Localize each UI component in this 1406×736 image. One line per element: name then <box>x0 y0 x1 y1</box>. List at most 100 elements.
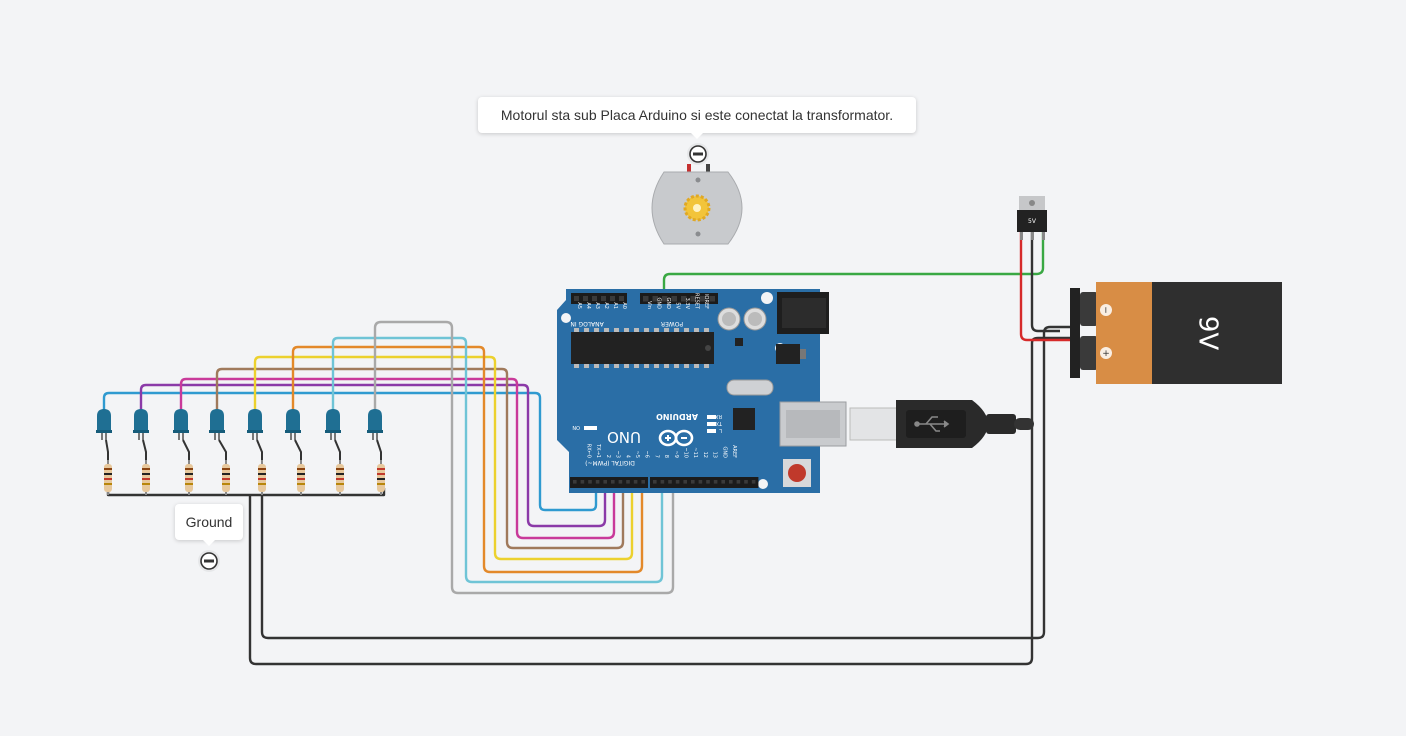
led-4[interactable] <box>209 409 227 462</box>
led-array <box>96 409 385 495</box>
motor-terminal-right <box>706 164 710 172</box>
pin-label: ~9 <box>673 451 679 458</box>
motor-terminal-left <box>687 164 691 172</box>
usb-cable[interactable] <box>849 400 1034 448</box>
pin-label: GND <box>665 298 671 310</box>
pin-label: A4 <box>585 302 591 309</box>
dc-motor[interactable] <box>651 164 743 245</box>
wire-5v-green[interactable] <box>662 232 1045 298</box>
pin-label: 13 <box>712 452 718 458</box>
power-label: POWER <box>661 320 683 327</box>
wire-led-2[interactable] <box>139 383 607 528</box>
power-jack-inner <box>782 298 826 328</box>
crystal <box>726 379 774 396</box>
brand-label: ARDUINO <box>656 412 698 421</box>
pin-label: 8 <box>663 455 669 458</box>
pin-label: GND <box>721 447 727 459</box>
pin-label: A0 <box>621 302 627 309</box>
battery-body <box>1152 282 1282 384</box>
regulator-body <box>1017 210 1047 232</box>
wire-red[interactable] <box>1019 232 1078 342</box>
onboard-led-on: ON <box>572 424 597 430</box>
pin-label: 7 <box>653 455 659 458</box>
onboard-led-l: L <box>707 427 722 433</box>
pin-label: 12 <box>702 452 708 458</box>
resistor-4[interactable] <box>222 460 230 495</box>
pin-label: TX→1 <box>595 443 601 458</box>
resistor-8[interactable] <box>377 460 385 495</box>
pin-label: 5V <box>675 302 681 309</box>
resistor-3[interactable] <box>185 460 193 495</box>
onboard-led-rx: RX <box>707 413 722 419</box>
mounting-hole-1 <box>761 292 773 304</box>
mounting-hole-2 <box>561 313 571 323</box>
usb-port-inner <box>786 410 840 438</box>
wire-led-1[interactable] <box>102 391 598 512</box>
pin-label: GND <box>656 298 662 310</box>
battery-plus-label: + <box>1102 349 1110 359</box>
capacitor-1-top <box>722 312 736 326</box>
svg-text:ON: ON <box>572 424 580 430</box>
digital-header <box>570 477 759 488</box>
usb-symbol-icon <box>914 416 950 432</box>
battery-terminal-minus <box>1080 292 1098 326</box>
wire-black-reg[interactable] <box>1030 232 1060 333</box>
battery-terminal-plus <box>1080 336 1098 370</box>
motor-collapse-icon[interactable] <box>687 143 709 165</box>
motor-note[interactable]: Motorul sta sub Placa Arduino si este co… <box>478 97 916 139</box>
battery-minus-label: − <box>1100 306 1110 314</box>
resistor-1[interactable] <box>104 460 112 495</box>
battery-9v[interactable]: − + 9V <box>1070 282 1282 384</box>
resistor-6[interactable] <box>297 460 305 495</box>
battery-clip <box>1070 288 1080 378</box>
led-2[interactable] <box>133 409 149 462</box>
wire-led-4[interactable] <box>215 367 625 550</box>
led-1[interactable] <box>96 409 112 462</box>
power-header <box>640 293 718 304</box>
onboard-regulator-tab <box>800 349 806 359</box>
pin-label: RX←0 <box>586 444 592 458</box>
usb-plug-metal <box>849 407 899 441</box>
onboard-regulator <box>776 344 800 364</box>
motor-screw-bottom <box>695 231 701 237</box>
pin-label: AREF <box>731 445 737 458</box>
led-8[interactable] <box>367 409 383 462</box>
pin-label: ~6 <box>644 451 650 458</box>
led-6[interactable] <box>285 409 302 462</box>
pin-label: 3.3V <box>684 298 690 310</box>
wire-led-8[interactable] <box>373 320 675 595</box>
svg-text:RX: RX <box>715 413 722 419</box>
led-7[interactable] <box>325 409 341 462</box>
pin-label: A5 <box>576 302 582 309</box>
wire-led-5[interactable] <box>253 355 634 561</box>
arduino-logo-icon <box>658 429 694 447</box>
resistor-5[interactable] <box>258 460 266 495</box>
usb-chip <box>733 408 755 430</box>
resistor-2[interactable] <box>142 460 150 495</box>
usb-strain-relief <box>986 414 1016 434</box>
wire-led-6[interactable] <box>291 345 644 574</box>
led-5[interactable] <box>247 409 263 462</box>
svg-text:TX: TX <box>715 420 723 426</box>
capacitor-2-top <box>748 312 762 326</box>
chip-notch <box>705 345 711 351</box>
motor-screw-top <box>695 177 701 183</box>
wire-ground-2[interactable] <box>260 325 1078 640</box>
resistor-7[interactable] <box>336 460 344 495</box>
wire-led-7[interactable] <box>331 336 664 584</box>
wire-led-3[interactable] <box>179 377 616 540</box>
pin-label: 2 <box>605 455 611 458</box>
regulator-label: 5V <box>1028 218 1037 225</box>
pin-label: Vin <box>646 301 652 309</box>
reset-button[interactable] <box>788 464 806 482</box>
regulator-hole <box>1029 200 1035 206</box>
arduino-uno-board[interactable]: ANALOG IN POWER DIGITAL (PWM~) A0A1A2A3A… <box>557 289 847 493</box>
ground-collapse-icon[interactable] <box>198 550 220 572</box>
svg-text:L: L <box>719 427 722 433</box>
ground-note[interactable]: Ground <box>175 504 243 546</box>
led-3[interactable] <box>173 409 190 462</box>
voltage-regulator-5v[interactable]: 5V <box>1017 196 1047 240</box>
small-component-1 <box>735 338 743 346</box>
onboard-led-tx: TX <box>707 420 723 426</box>
